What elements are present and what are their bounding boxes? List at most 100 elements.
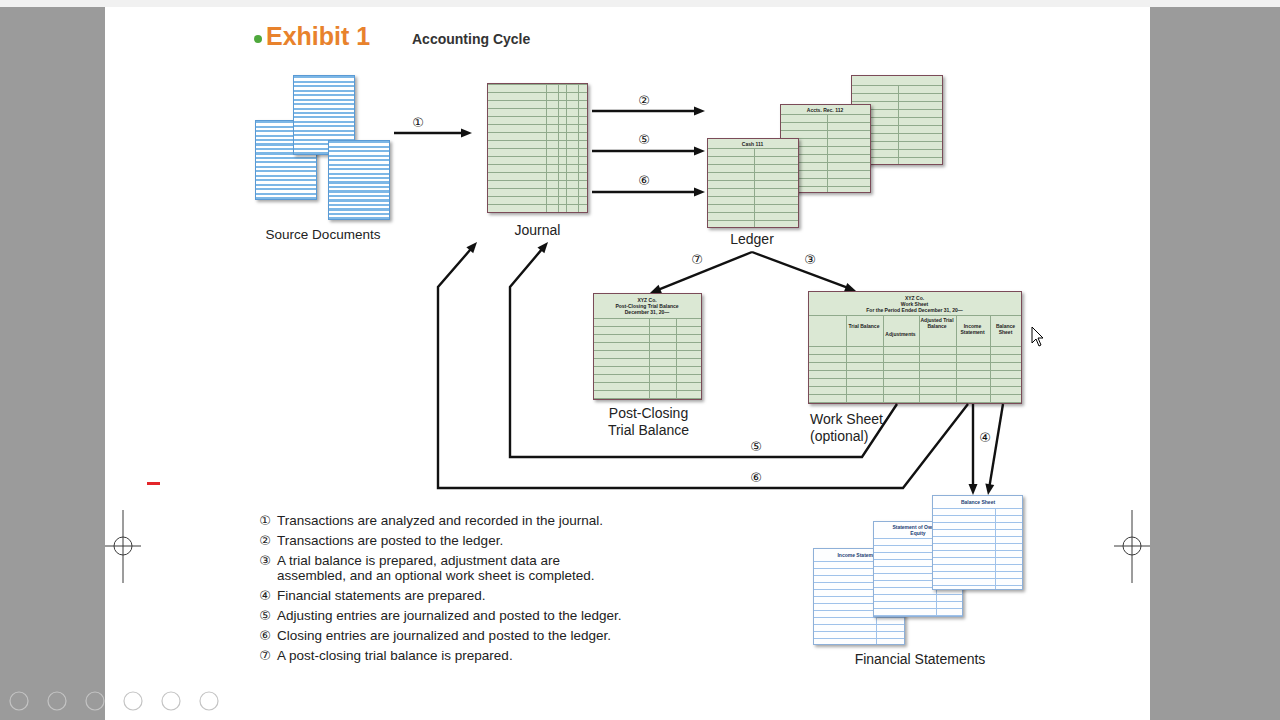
flow-arrow <box>969 404 978 495</box>
callout-number: ⑦ <box>256 648 274 663</box>
node-label: Financial Statements <box>812 651 1028 667</box>
sheet-heading: Accts. Rec. 112 <box>781 107 869 113</box>
crosshair-line <box>1114 546 1150 547</box>
ledger-account-sheet: Cash 111 <box>707 138 799 228</box>
step-description: Adjusting entries are journalized and po… <box>277 608 621 623</box>
crosshair-circle <box>114 537 132 555</box>
column-header: Income Statement <box>956 323 989 335</box>
crosshair-line <box>105 546 141 547</box>
exhibit-subtitle: Accounting Cycle <box>412 31 530 47</box>
step-description: A post-closing trial balance is prepared… <box>277 648 513 663</box>
flow-line <box>438 250 968 488</box>
column-header: Adjusted Trial Balance <box>919 317 955 329</box>
node-label: Work Sheet (optional) <box>810 411 902 445</box>
flow-arrow <box>752 252 856 291</box>
crosshair-circle <box>1123 537 1141 555</box>
sheet-rows <box>488 84 587 212</box>
flow-line <box>510 250 897 457</box>
exhibit-title: Exhibit 1 <box>266 22 370 51</box>
red-dash-mark <box>147 482 160 485</box>
flow-arrow <box>510 242 897 457</box>
sheet-column-line <box>676 318 677 399</box>
column-header: Adjustments <box>883 331 918 337</box>
toolbar-icon <box>10 692 28 710</box>
arrow-head <box>694 107 705 116</box>
step-description: Transactions are analyzed and recorded i… <box>277 513 603 528</box>
sheet-column-line <box>883 315 884 403</box>
journal-group: Journal <box>472 80 592 242</box>
sheet-heading: For the Period Ended December 31, 20— <box>809 307 1020 313</box>
flow-line <box>752 252 847 287</box>
flow-line <box>972 404 974 485</box>
top-strip <box>0 0 1280 7</box>
arrow-head <box>650 285 662 293</box>
arrow-head <box>466 242 477 253</box>
sheet-heading: Cash 111 <box>708 141 797 147</box>
callout-number: ④ <box>975 429 995 447</box>
flow-arrow <box>650 252 752 293</box>
toolbar-icon <box>200 692 218 710</box>
flow-line <box>592 150 695 152</box>
arrow-head <box>844 283 856 291</box>
callout-number: ⑤ <box>634 131 654 149</box>
node-label: Ledger <box>705 231 799 247</box>
sheet-rows <box>708 148 798 227</box>
callout-number: ② <box>256 533 274 548</box>
callout-number: ① <box>256 513 274 528</box>
callout-number: ③ <box>800 251 820 269</box>
flow-arrow <box>394 129 472 138</box>
flow-arrow <box>985 404 1003 495</box>
callout-number: ⑤ <box>746 438 766 456</box>
trial-balance-sheet: XYZ Co.Post-Closing Trial BalanceDecembe… <box>593 293 702 400</box>
step-description: Financial statements are prepared. <box>277 588 486 603</box>
callout-number: ② <box>634 92 654 110</box>
sheet-heading: Post-Closing Trial Balance <box>594 303 700 309</box>
sheet-column-line <box>898 85 899 164</box>
node-label: Journal <box>487 222 588 238</box>
flow-line <box>394 132 462 134</box>
flow-arrow <box>438 242 968 488</box>
sheet-heading: Balance Sheet <box>935 499 1021 505</box>
sheet-heading: December 31, 20— <box>594 309 700 315</box>
callout-number: ④ <box>256 588 274 603</box>
node-label: Source Documents <box>252 227 394 243</box>
toolbar-icons <box>10 692 218 710</box>
flow-arrow <box>592 147 705 156</box>
flow-line <box>592 110 695 112</box>
sheet-rows <box>594 318 701 399</box>
flow-line <box>659 252 752 289</box>
toolbar-icon <box>48 692 66 710</box>
arrow-head <box>985 483 994 495</box>
ledger-sheet <box>487 83 588 213</box>
sheet-heading: XYZ Co. <box>594 297 700 303</box>
flow-arrow <box>592 107 705 116</box>
callout-number: ① <box>408 114 428 132</box>
document-stack: Source Documents <box>252 72 394 244</box>
flow-line <box>592 191 695 193</box>
callout-number: ⑥ <box>634 172 654 190</box>
callout-number: ⑤ <box>256 608 274 623</box>
step-description: A trial balance is prepared, adjustment … <box>277 553 622 583</box>
callout-number: ⑥ <box>746 469 766 487</box>
source-document-sheet <box>328 140 390 220</box>
toolbar-icon <box>86 692 104 710</box>
sheet-column-line <box>546 84 547 212</box>
flow-line <box>990 404 1003 485</box>
sheet-heading: Work Sheet <box>809 301 1020 307</box>
toolbar-icon <box>124 692 142 710</box>
title-bullet <box>254 35 262 43</box>
callout-number: ⑥ <box>256 628 274 643</box>
column-header: Balance Sheet <box>990 323 1021 335</box>
sheet-column-line <box>558 84 559 212</box>
financial-statement-sheet: Balance Sheet <box>932 495 1023 590</box>
sheet-column-line <box>956 315 957 403</box>
sheet-column-line <box>990 315 991 403</box>
callout-number: ③ <box>256 553 274 568</box>
work-sheet: XYZ Co.Work SheetFor the Period Ended De… <box>808 291 1022 404</box>
ledger-group: Ledger Cash 111 Accts. Rec. 112 <box>705 74 945 252</box>
sheet-column-line <box>827 114 828 192</box>
mouse-cursor <box>1032 327 1043 346</box>
flow-arrow <box>592 188 705 197</box>
step-description: Transactions are posted to the ledger. <box>277 533 503 548</box>
